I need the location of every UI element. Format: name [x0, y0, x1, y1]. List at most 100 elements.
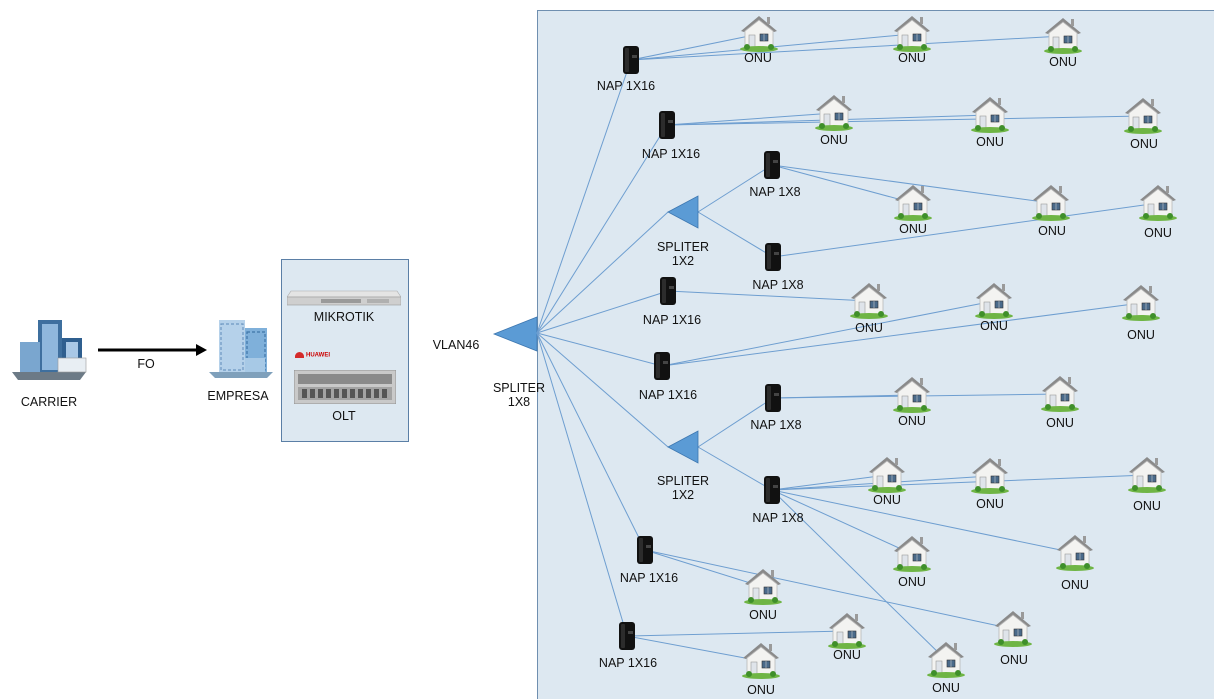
- carrier-label: CARRIER: [20, 395, 78, 409]
- empresa-label: EMPRESA: [207, 389, 269, 403]
- fiber-link-to-nap: [697, 446, 773, 491]
- onu-label: ONU: [1130, 137, 1158, 151]
- house-icon: [1137, 182, 1179, 224]
- onu-label: ONU: [1038, 224, 1066, 238]
- fiber-link-to-nap: [536, 332, 646, 551]
- onu-label: ONU: [749, 608, 777, 622]
- house-icon: [892, 182, 934, 224]
- fiber-link-to-nap: [697, 397, 774, 448]
- nap-1x16-label: NAP 1X16: [638, 388, 698, 402]
- house-icon: [969, 94, 1011, 136]
- splitter-main-icon: [492, 316, 538, 352]
- nap-box-icon: [761, 150, 783, 180]
- house-icon: [891, 13, 933, 55]
- drop-link: [772, 202, 1159, 258]
- drop-link: [771, 489, 1076, 554]
- house-icon: [1120, 282, 1162, 324]
- onu-label: ONU: [833, 648, 861, 662]
- onu-label: ONU: [1061, 578, 1089, 592]
- nap-box-icon: [634, 535, 656, 565]
- drop-link: [661, 302, 1142, 367]
- house-icon: [973, 280, 1015, 322]
- house-icon: [891, 374, 933, 416]
- olt-label: OLT: [332, 409, 356, 423]
- house-icon: [992, 608, 1034, 650]
- house-icon: [1126, 454, 1168, 496]
- drop-link: [771, 164, 1052, 204]
- fiber-link-to-nap: [536, 59, 632, 334]
- drop-link: [667, 290, 870, 302]
- nap-1x8-label: NAP 1X8: [752, 278, 804, 292]
- drop-link: [771, 489, 947, 661]
- onu-label: ONU: [1127, 328, 1155, 342]
- arrow-head-icon: [196, 344, 207, 356]
- drop-link: [630, 33, 760, 61]
- onu-label: ONU: [873, 493, 901, 507]
- drop-link: [666, 112, 835, 126]
- fiber-link-to-splitter: [536, 332, 669, 448]
- access-network-panel: [537, 10, 1214, 699]
- house-icon: [1039, 373, 1081, 415]
- drop-link: [771, 474, 1148, 491]
- office-icon: [205, 314, 277, 385]
- nap-box-icon: [620, 45, 642, 75]
- nap-1x16-label: NAP 1X16: [642, 313, 702, 327]
- fiber-link-to-nap: [536, 332, 663, 367]
- house-icon: [738, 13, 780, 55]
- drop-link: [771, 164, 914, 204]
- nap-1x16-label: NAP 1X16: [598, 656, 658, 670]
- onu-label: ONU: [898, 414, 926, 428]
- house-icon: [891, 533, 933, 575]
- onu-label: ONU: [976, 135, 1004, 149]
- onu-label: ONU: [1000, 653, 1028, 667]
- house-icon: [1122, 95, 1164, 137]
- drop-link: [644, 549, 1014, 630]
- house-icon: [866, 454, 908, 496]
- onu-label: ONU: [898, 51, 926, 65]
- onu-label: ONU: [899, 222, 927, 236]
- core-equipment-box: [281, 259, 409, 442]
- nap-1x8-label: NAP 1X8: [752, 511, 804, 525]
- drop-link: [771, 474, 888, 491]
- nap-box-icon: [656, 110, 678, 140]
- splitter-1x2-icon: [667, 195, 699, 229]
- building-icon: [8, 316, 90, 387]
- onu-label: ONU: [976, 497, 1004, 511]
- nap-box-icon: [616, 621, 638, 651]
- onu-label: ONU: [855, 321, 883, 335]
- drop-link: [626, 635, 762, 662]
- drop-link: [771, 489, 913, 555]
- onu-label: ONU: [980, 319, 1008, 333]
- house-icon: [925, 639, 967, 681]
- drop-link: [626, 630, 848, 637]
- house-icon: [1030, 182, 1072, 224]
- nap-1x8-label: NAP 1X8: [750, 418, 802, 432]
- house-icon: [740, 640, 782, 682]
- fiber-link-to-nap: [536, 290, 669, 334]
- house-icon: [848, 280, 890, 322]
- huawei-logo: HUAWEI: [295, 352, 330, 359]
- mikrotik-label: MIKROTIK: [313, 310, 375, 324]
- nap-box-icon: [762, 242, 784, 272]
- fiber-link-label: FO: [137, 357, 155, 371]
- onu-label: ONU: [1144, 226, 1172, 240]
- olt-icon: [293, 369, 397, 409]
- house-icon: [742, 566, 784, 608]
- onu-label: ONU: [744, 51, 772, 65]
- onu-label: ONU: [1133, 499, 1161, 513]
- onu-label: ONU: [1046, 416, 1074, 430]
- drop-link: [644, 549, 764, 588]
- onu-label: ONU: [898, 575, 926, 589]
- nap-box-icon: [657, 276, 679, 306]
- house-icon: [1042, 15, 1084, 57]
- nap-box-icon: [761, 475, 783, 505]
- house-icon: [826, 610, 868, 652]
- fiber-link-to-nap: [536, 124, 668, 334]
- onu-label: ONU: [820, 133, 848, 147]
- nap-1x8-label: NAP 1X8: [749, 185, 801, 199]
